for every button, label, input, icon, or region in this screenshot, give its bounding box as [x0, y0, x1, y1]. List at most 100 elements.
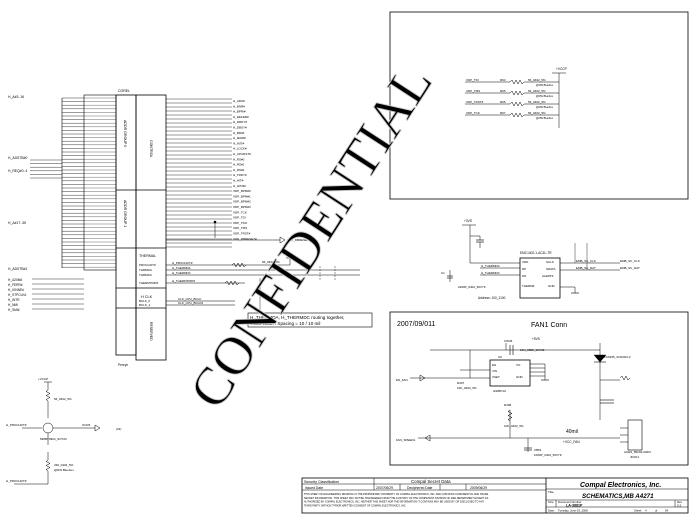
tb-size-label: Size	[548, 500, 554, 504]
xdp-row-ref: R95	[500, 89, 506, 93]
ts-pin-l2: DN	[522, 274, 526, 278]
ts-net-clk-out: EMB_SC_CLK	[620, 259, 640, 263]
xdp-row-note: @DW Bluebox	[536, 116, 554, 120]
tb-date-label: Date:	[548, 509, 555, 513]
fan-net-en: EN_FAN	[396, 378, 408, 382]
ts-pin-r3: GND	[548, 284, 556, 288]
xdp-row-net: XDP_TMS	[466, 89, 480, 93]
fan-cap-top: CW36	[504, 339, 513, 343]
fan-vcc-top: +5VS	[532, 337, 540, 341]
lb-resistor: 330_0402_5%	[54, 463, 74, 467]
xdp-row-value: 56_0402_5%	[528, 78, 546, 82]
fan-cap-bot-val: 1000P_0402_50V7K	[534, 453, 562, 457]
ts-cap-value: 2200P_0402_50V7K	[458, 285, 486, 289]
fan-res-b: R408	[504, 403, 512, 407]
fan-ic-body	[489, 359, 531, 387]
right-net-label: H_DEFER#	[233, 115, 249, 119]
right-net-label: XDP_BPM#3	[233, 205, 251, 209]
right-net-label: H_HITM#	[233, 184, 246, 188]
tb-sheet-label: Sheet	[634, 509, 642, 513]
tb-of: 54	[665, 509, 669, 513]
net-h-thermda: H_THERMDA	[172, 266, 191, 270]
tb-company: Compal Electronics, Inc.	[580, 482, 661, 489]
fan-title: FAN1 Conn	[531, 322, 567, 329]
tb-issued-value: 2007/06/29	[376, 486, 393, 490]
fan-circuit-box: 2007/09/011 FAN1 Conn +5VS CW36 10U_0805…	[389, 311, 689, 466]
fan-date: 2007/09/011	[397, 321, 436, 328]
cpu-title-top: COREL	[118, 89, 130, 93]
net-h-adstb-0: H_ADSTB#0	[8, 156, 28, 160]
ts-net-dat: EMB_SC_DAT	[576, 266, 596, 270]
lb-net: H_PROCHOT#	[6, 479, 27, 483]
cpu-section-addr1: ADDR GROUP 1	[123, 200, 127, 227]
thermal-routing-note: H_THERMDA, H_THERMDC routing together, T…	[247, 278, 373, 328]
right-net-label: H_RS#1	[233, 163, 245, 167]
tb-deciphered-label: Deciphered Date	[407, 486, 433, 490]
fan-diode: 1SS355_SOD323-2	[604, 355, 631, 359]
right-net-label: H_BPRI#	[233, 110, 246, 114]
cpu-part-number: Penryn	[118, 363, 128, 367]
ts-pin-l1: DP	[522, 267, 526, 271]
right-net-label: H_INIT#	[233, 141, 245, 145]
fan-vcc-bot: +VCC_FAN	[563, 440, 580, 444]
fan-res-b-val: 10K_0402_5%	[504, 424, 524, 428]
left-net-flags: H_A#3..16 H_ADSTB#0 H_REQ#0..4 H_A#17..3…	[8, 95, 84, 312]
xdp-row-net: XDP_TRST#	[466, 100, 484, 104]
ts-pin-l3: THERM#	[522, 284, 535, 288]
right-net-label: H_RS#2	[233, 168, 245, 172]
right-net-label: H_ADS#	[233, 99, 245, 103]
cpu-symbol: COREL ADDR GROUP 0 CONTROL ADDR GROUP 1 …	[83, 89, 232, 367]
fan-ic-pin-vo: VO	[516, 363, 521, 367]
lb-cap: @DW Bluebox	[54, 468, 74, 472]
ts-net-clk: EMB_SC_CLK	[576, 259, 596, 263]
thermal-note-line1: H_THERMDA, H_THERMDC routing together,	[250, 315, 344, 320]
right-net-label: H_HIT#	[233, 179, 244, 183]
cpu-pin-bclk1: BCLK_1	[139, 303, 151, 307]
tb-rev-label: Rev	[677, 500, 683, 504]
net-h-adstb-1: H_ADSTB#1	[8, 267, 28, 271]
tb-legal-line: THIS SHEET OF ENGINEERING DRAWING IS THE…	[304, 493, 489, 496]
xdp-row-note: @DW Bluebox	[536, 83, 554, 87]
xdp-row-value: 56_0402_5%	[528, 89, 546, 93]
title-block: Security Classification Compal Secret Da…	[301, 477, 689, 514]
right-net-label: XDP_BPM#1	[233, 194, 251, 198]
ts-ic-body	[519, 257, 561, 299]
right-net-label: XDP_BPM#2	[233, 200, 251, 204]
tb-issued-label: Issued Date	[305, 486, 323, 490]
tb-doc-label: Document Number	[558, 500, 582, 504]
fan-ic-part: G995P1U	[493, 389, 506, 393]
right-net-label: XDP_TDO	[233, 221, 248, 225]
right-net-label: H_DRDY#	[233, 120, 247, 124]
right-net-label: H_CPURST#	[233, 152, 251, 156]
tb-rev: 0.3	[677, 504, 682, 508]
ts-vcc: +3VS	[464, 219, 472, 223]
cpu-pin-thrmdc: THRMDC	[139, 273, 153, 277]
xdp-row-note: @DW Bluebox	[536, 105, 554, 109]
tb-of-label: of	[655, 509, 658, 513]
net-h-nmi: H_NMI	[8, 303, 18, 307]
right-net-label: H_BR0#	[233, 131, 245, 135]
right-net-flags: H_ADS#H_BNR#H_BPRI#H_DEFER#H_DRDY#H_DBSY…	[233, 99, 257, 241]
net-h-req: H_REQ#0..4	[8, 169, 27, 173]
right-net-label: H_TRDY#	[233, 173, 247, 177]
right-net-label: XDP_DBRESET#	[233, 237, 257, 241]
ts-pin-l0: VDD	[522, 260, 529, 264]
xdp-row-value: 56_0402_5%	[528, 100, 546, 104]
right-net-label: XDP_TCK	[233, 210, 247, 214]
fan-ic-pin-en: EN	[492, 363, 496, 367]
lt-page: (23)	[116, 427, 121, 431]
tb-security-label: Security Classification	[304, 480, 339, 484]
fan-connector: ACES_85204-0300I	[624, 450, 651, 454]
lt-net-out: OCP#	[82, 423, 91, 427]
fan-net-speed: FAN_SPEED1	[396, 438, 416, 442]
fan-connector-ref: JFAN1	[630, 455, 639, 459]
tb-legal-line: SECRET INFORMATION. THIS SHEET MAY NOT B…	[304, 497, 489, 500]
xdp-row-net: XDP_TDI	[466, 78, 479, 82]
fan-ic-pin-vin: VIN	[492, 369, 497, 373]
net-xdp-dbreset: XDP_DBRESET#	[287, 238, 311, 242]
net-h-thermdc: H_THERMDC	[172, 271, 192, 275]
right-net-label: H_RS#0	[233, 157, 245, 161]
